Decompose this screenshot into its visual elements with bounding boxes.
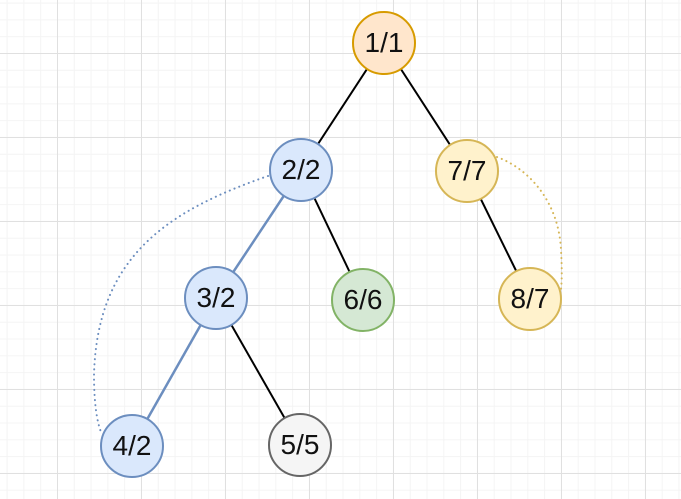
- tree-node-1-1[interactable]: 1/1: [352, 11, 416, 75]
- tree-node-4-2[interactable]: 4/2: [100, 414, 164, 478]
- node-label: 2/2: [281, 154, 321, 185]
- node-label: 6/6: [343, 284, 383, 315]
- tree-node-7-7[interactable]: 7/7: [435, 139, 499, 203]
- tree-node-8-7[interactable]: 8/7: [498, 267, 562, 331]
- tree-node-6-6[interactable]: 6/6: [331, 268, 395, 332]
- tree-node-5-5[interactable]: 5/5: [268, 413, 332, 477]
- tree-node-2-2[interactable]: 2/2: [269, 138, 333, 202]
- tree-node-3-2[interactable]: 3/2: [184, 266, 248, 330]
- dotted-link-2-4[interactable]: [92, 175, 269, 433]
- node-label: 5/5: [280, 429, 320, 460]
- node-label: 8/7: [510, 283, 550, 314]
- node-label: 1/1: [364, 27, 404, 58]
- node-label: 7/7: [447, 155, 487, 186]
- node-label: 3/2: [196, 282, 236, 313]
- node-label: 4/2: [112, 430, 152, 461]
